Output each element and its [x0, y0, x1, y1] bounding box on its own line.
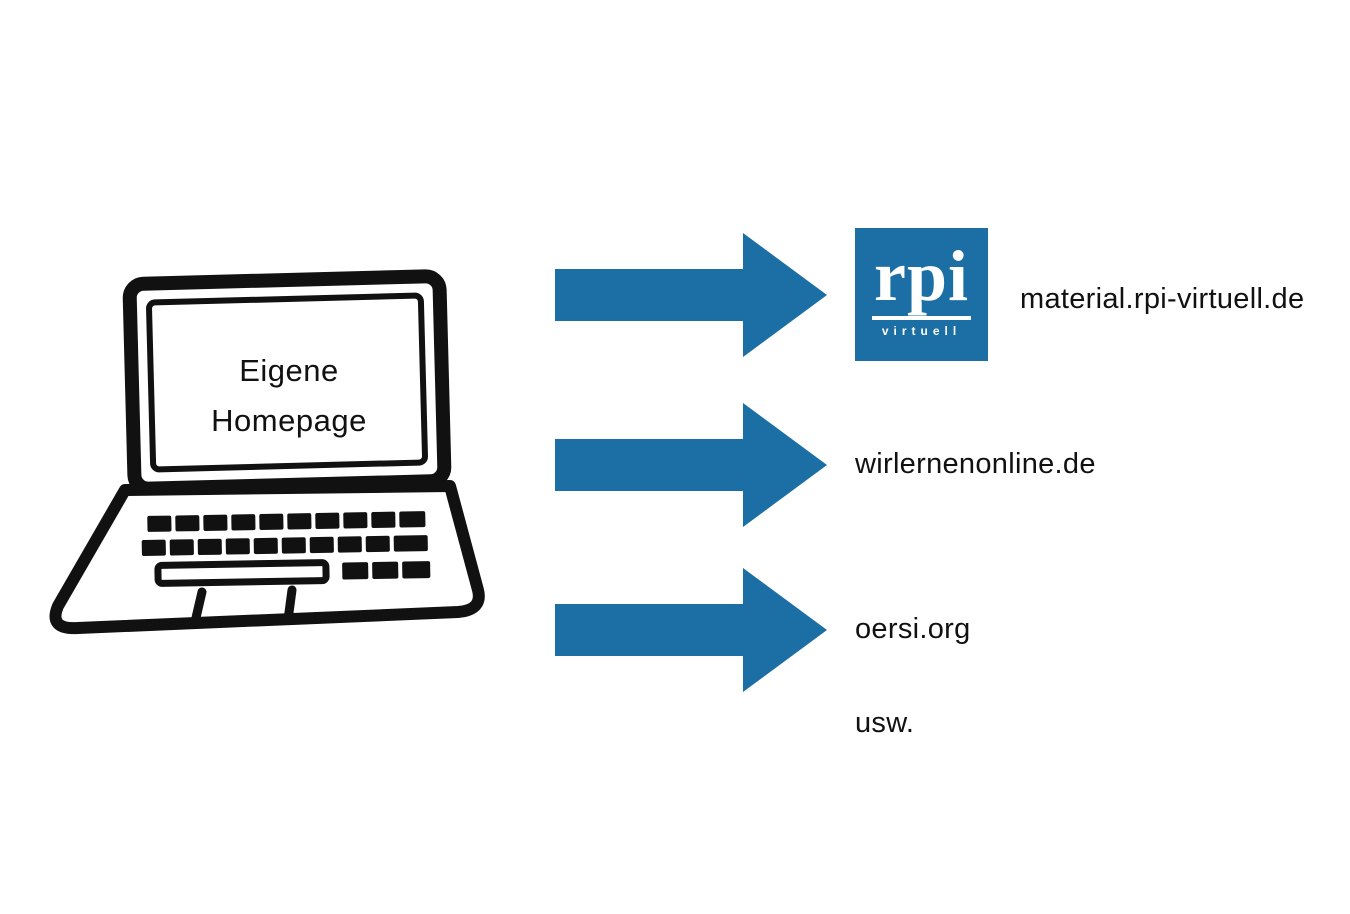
laptop-screen-label: Eigene Homepage [155, 346, 423, 446]
rpi-virtuell-logo: rpi virtuell [855, 228, 988, 361]
target-label-wirlernenonline: wirlernenonline.de [855, 448, 1096, 480]
laptop-icon: Eigene Homepage [30, 268, 490, 668]
laptop-sketch [49, 269, 485, 635]
laptop-screen-line1: Eigene [239, 353, 339, 388]
arrow-icon [555, 403, 827, 527]
laptop-screen-line2: Homepage [211, 403, 367, 438]
arrow-icon [555, 233, 827, 357]
target-label-oersi: oersi.org [855, 613, 971, 645]
target-label-material-rpi-virtuell: material.rpi-virtuell.de [1020, 283, 1305, 315]
etc-label: usw. [855, 707, 915, 739]
rpi-logo-subtext: virtuell [872, 316, 971, 338]
arrow-icon [555, 568, 827, 692]
rpi-logo-text: rpi [873, 236, 969, 316]
